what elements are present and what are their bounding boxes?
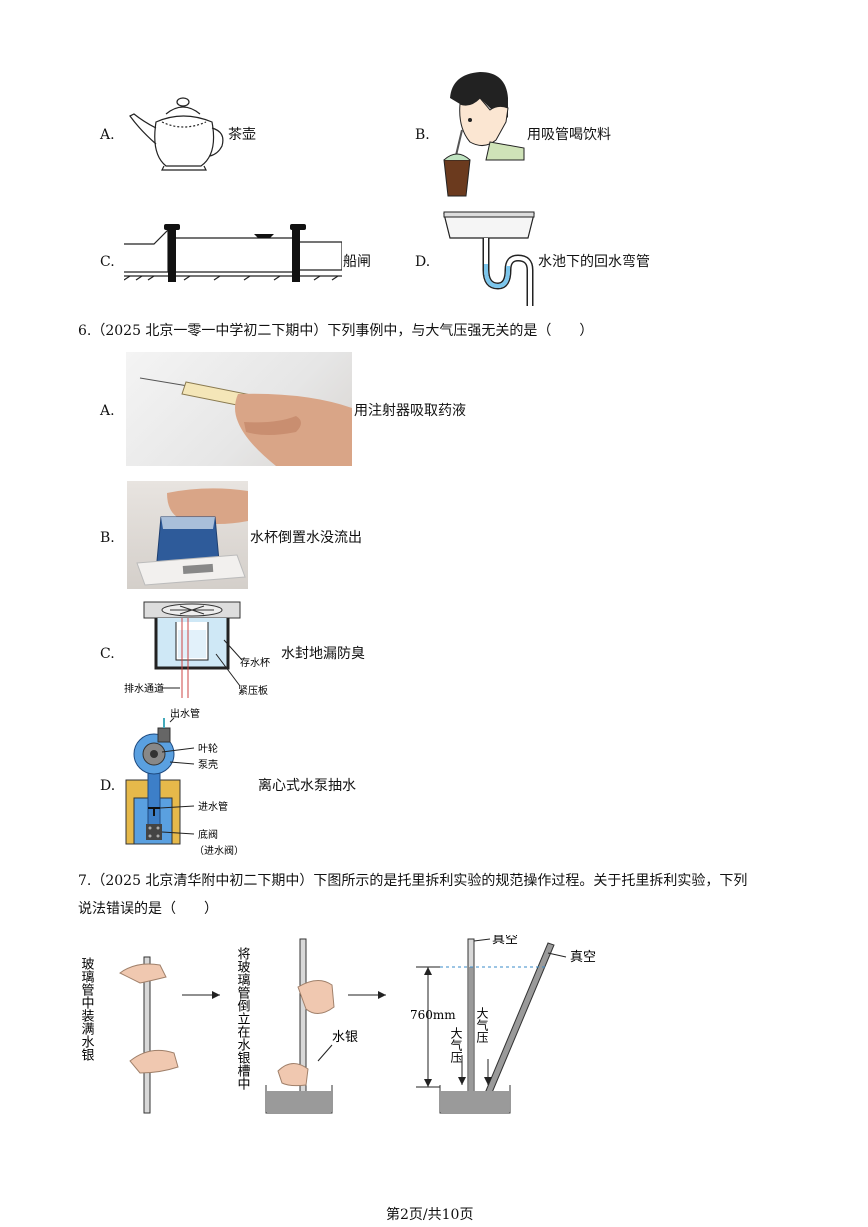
q6-option-letter-c: C.	[100, 646, 115, 662]
label-outlet: 出水管	[170, 707, 200, 720]
option-text-b: 用吸管喝饮料	[527, 127, 611, 143]
vacuum-label-2: 真空	[570, 950, 596, 965]
teapot-illustration	[129, 97, 224, 171]
step1-label: 玻璃管中装满水银	[79, 957, 95, 1061]
option-letter-d: D.	[415, 254, 431, 270]
q6-option-letter-b: B.	[100, 530, 115, 546]
option-letter-c: C.	[100, 254, 115, 270]
step2-label: 将玻璃管倒立在水银槽中	[235, 947, 251, 1090]
q6-option-text-b: 水杯倒置水没流出	[250, 530, 362, 546]
atm-label-2: 大气压	[475, 1007, 489, 1043]
q6-option-letter-d: D.	[100, 778, 116, 794]
option-text-c: 船闸	[343, 254, 371, 270]
inverted-cup-photo	[127, 481, 248, 589]
label-shell: 泵壳	[198, 758, 218, 771]
page-footer: 第2页/共10页	[386, 1207, 474, 1223]
centrifugal-pump-illustration: 出水管 叶轮 泵壳 进水管 底阀 （进水阀）	[125, 707, 244, 857]
label-valve-sub: （进水阀）	[194, 844, 244, 857]
question-7-stem-line2: 说法错误的是（ ）	[78, 901, 218, 917]
option-text-d: 水池下的回水弯管	[538, 254, 650, 270]
floor-drain-illustration: 存水杯 紧压板 排水通道	[124, 601, 270, 698]
label-valve: 底阀	[198, 828, 218, 841]
label-cup: 存水杯	[240, 656, 270, 669]
label-inlet: 进水管	[198, 800, 228, 813]
q6-option-text-c: 水封地漏防臭	[281, 646, 365, 662]
sink-trap-illustration	[443, 211, 535, 306]
syringe-photo	[126, 352, 352, 466]
height-label: 760mm	[410, 1008, 456, 1022]
q6-option-text-a: 用注射器吸取药液	[354, 403, 466, 419]
option-letter-a: A.	[100, 127, 115, 143]
vacuum-label-1: 真空	[492, 935, 518, 947]
atm-label-1: 大气压	[449, 1027, 463, 1063]
q6-option-text-d: 离心式水泵抽水	[258, 778, 356, 794]
option-letter-b: B.	[415, 127, 430, 143]
label-board: 紧压板	[238, 684, 268, 697]
ship-lock-illustration	[124, 224, 342, 282]
question-7-stem-line1: 7.（2025 北京清华附中初二下期中）下图所示的是托里拆利实验的规范操作过程。…	[78, 873, 748, 889]
q6-option-letter-a: A.	[100, 403, 115, 419]
label-channel: 排水通道	[124, 682, 164, 695]
mercury-label: 水银	[332, 1030, 358, 1045]
boy-drinking-straw-illustration	[443, 72, 525, 197]
option-text-a: 茶壶	[228, 127, 256, 143]
torricelli-experiment-diagram: 玻璃管中装满水银 将玻璃管倒立在水银槽中 水银 真空 真空 760mm 大气压 …	[79, 935, 596, 1114]
question-6-stem: 6.（2025 北京一零一中学初二下期中）下列事例中，与大气压强无关的是（ ）	[78, 323, 594, 339]
label-impeller: 叶轮	[198, 742, 218, 755]
